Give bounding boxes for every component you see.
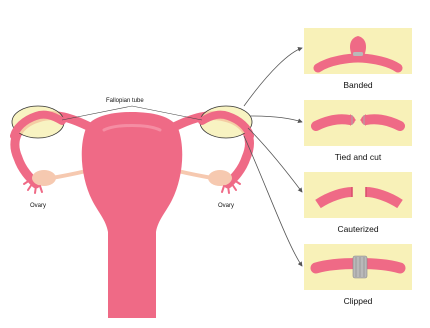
panel-cauterized: [304, 172, 412, 218]
ovary-label-left: Ovary: [30, 203, 46, 209]
panel-banded: [304, 28, 412, 74]
caption-banded: Banded: [304, 80, 412, 90]
ovary-left: [32, 170, 56, 186]
uterus-illustration: [15, 112, 249, 318]
ovary-right: [208, 170, 232, 186]
caption-cauterized: Cauterized: [304, 224, 412, 234]
band-ring: [353, 52, 363, 56]
panel-clipped: [304, 244, 412, 290]
caption-clipped: Clipped: [304, 296, 412, 306]
uterus-body: [82, 112, 183, 318]
ovary-label-right: Ovary: [218, 203, 234, 209]
fallopian-tube-label: Fallopian tube: [106, 98, 144, 104]
connector-arrows: [244, 48, 302, 266]
panel-tied-and-cut: [304, 100, 412, 146]
caption-tied-and-cut: Tied and cut: [304, 152, 412, 162]
